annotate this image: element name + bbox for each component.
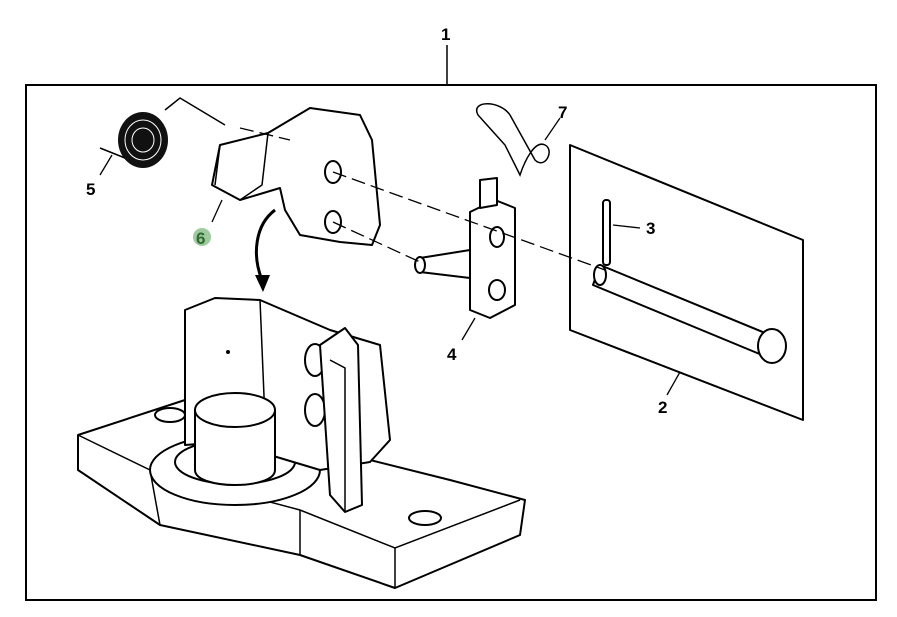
roll-pin-3 — [602, 199, 611, 266]
spring-clip-7 — [475, 103, 550, 177]
assembly-frame — [25, 84, 877, 601]
bracket-4 — [414, 177, 516, 319]
leader-3 — [612, 224, 641, 229]
callout-6[interactable]: 6 — [196, 229, 205, 248]
torsion-spring-5 — [99, 97, 226, 168]
assembly-line — [332, 171, 606, 271]
assembly-line — [332, 221, 421, 263]
leader-2 — [666, 371, 681, 396]
leader-7 — [544, 117, 561, 141]
callout-6-highlight — [193, 228, 211, 246]
install-arrow — [254, 208, 276, 281]
leader-6 — [211, 199, 223, 223]
arrow-head — [255, 275, 270, 292]
callout-7[interactable]: 7 — [558, 103, 567, 122]
hitch-base — [77, 297, 526, 589]
callout-5[interactable]: 5 — [86, 180, 95, 199]
leader-5 — [99, 154, 113, 176]
callout-1[interactable]: 1 — [441, 25, 450, 44]
assembly-line — [239, 127, 291, 141]
callout-4[interactable]: 4 — [447, 345, 457, 364]
latch-6 — [211, 107, 381, 246]
leader-4 — [461, 317, 476, 341]
pin-assembly-2 — [569, 144, 804, 421]
callout-3[interactable]: 3 — [646, 219, 655, 238]
callout-2[interactable]: 2 — [658, 398, 667, 417]
